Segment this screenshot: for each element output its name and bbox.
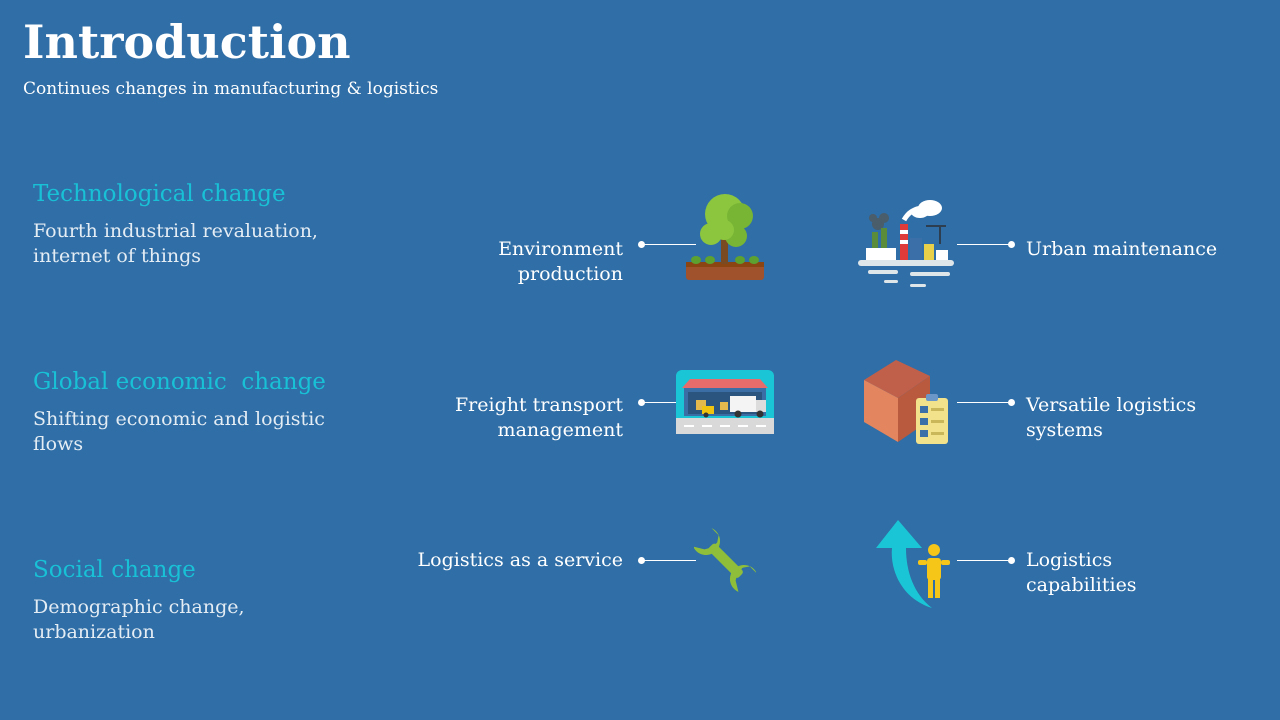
versatile-logistics-systems-label: Versatile logistics systems xyxy=(1026,394,1197,441)
connector-logistics-service xyxy=(638,557,696,564)
connector-environment xyxy=(638,241,696,248)
slide-title: Introduction xyxy=(23,15,351,69)
technological-change-description: Fourth industrial revaluation, internet … xyxy=(33,220,318,267)
connector-freight xyxy=(638,399,676,406)
slide-subtitle: Continues changes in manufacturing & log… xyxy=(23,79,439,99)
tree-icon xyxy=(684,192,766,282)
connector-versatile xyxy=(957,399,1015,406)
logistics-as-a-service-label: Logistics as a service xyxy=(417,549,623,571)
connector-dot xyxy=(638,241,645,248)
connector-dot xyxy=(1008,557,1015,564)
social-change-description: Demographic change, urbanization xyxy=(33,596,245,643)
global-economic-change-heading: Global economic change xyxy=(33,369,326,395)
connector-dot xyxy=(638,399,645,406)
connector-dot xyxy=(1008,241,1015,248)
box-checklist-icon xyxy=(862,358,952,448)
connector-urban xyxy=(957,241,1015,248)
social-change-heading: Social change xyxy=(33,557,196,583)
connector-capabilities xyxy=(957,557,1015,564)
freight-transport-management-label: Freight transport management xyxy=(454,394,623,441)
logistics-capabilities-label: Logistics capabilities xyxy=(1026,549,1137,596)
technological-change-heading: Technological change xyxy=(33,181,286,207)
person-growth-arrow-icon xyxy=(870,518,956,610)
environment-production-label: Environment production xyxy=(498,238,623,285)
warehouse-truck-icon xyxy=(676,370,774,434)
global-economic-change-description: Shifting economic and logistic flows xyxy=(33,408,325,455)
urban-maintenance-label: Urban maintenance xyxy=(1026,238,1218,260)
wrench-icon xyxy=(694,526,756,594)
factory-city-icon xyxy=(854,198,958,294)
connector-dot xyxy=(1008,399,1015,406)
connector-dot xyxy=(638,557,645,564)
